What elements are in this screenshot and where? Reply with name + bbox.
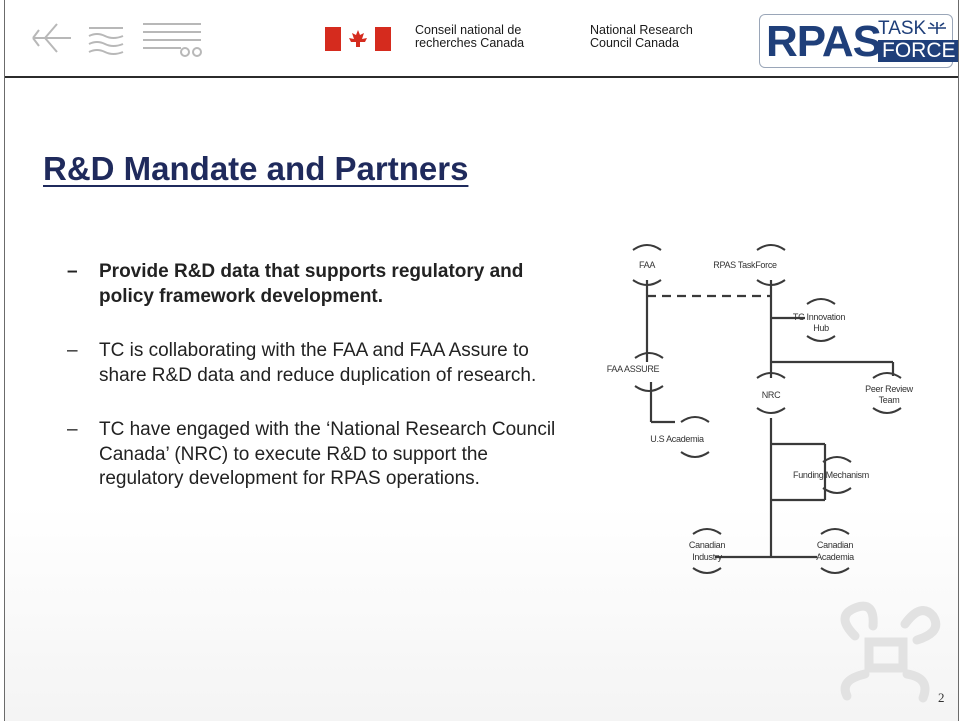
org-name-french: Conseil national de recherches Canada bbox=[415, 23, 525, 50]
diagram-node-brackets bbox=[632, 244, 902, 574]
logo-force-text: FORCE bbox=[878, 40, 958, 62]
diagram-node-tc-innovation-hub: TC Innovation bbox=[793, 312, 845, 322]
bullet-item: – TC is collaborating with the FAA and F… bbox=[67, 339, 567, 388]
partner-org-diagram: FAA RPAS TaskForce TC Innovation Hub FAA… bbox=[607, 244, 914, 574]
diagram-node-faa-assure: FAA ASSURE bbox=[607, 364, 660, 374]
drone-icon bbox=[928, 22, 946, 34]
bullet-text: TC is collaborating with the FAA and FAA… bbox=[99, 340, 537, 386]
slide-header: Conseil national de recherches Canada Na… bbox=[5, 0, 958, 78]
bullet-text: Provide R&D data that supports regulator… bbox=[99, 261, 524, 307]
diagram-node-us-academia: U.S Academia bbox=[650, 434, 704, 444]
rpas-taskforce-logo: RPAS TASK FORCE bbox=[759, 14, 958, 68]
diagram-node-faa: FAA bbox=[639, 260, 655, 270]
nrc-icons bbox=[32, 23, 202, 57]
diagram-node-canadian-industry: Canadian bbox=[689, 540, 725, 550]
diagram-node-peer-review-line2: Team bbox=[879, 395, 900, 405]
logo-rpas-text: RPAS bbox=[766, 17, 882, 66]
diagram-node-canadian-industry-line2: Industry bbox=[692, 552, 722, 562]
diagram-node-tc-innovation-hub-line2: Hub bbox=[813, 323, 829, 333]
logo-task-text: TASK bbox=[878, 18, 927, 39]
slide-title: R&D Mandate and Partners bbox=[43, 150, 469, 187]
plane-icon bbox=[32, 23, 71, 53]
header-divider bbox=[5, 76, 958, 78]
diagram-connectors bbox=[645, 280, 895, 559]
bullet-dash: – bbox=[67, 261, 78, 282]
diagram-node-nrc: NRC bbox=[762, 390, 781, 400]
bullet-dash: – bbox=[67, 419, 78, 440]
diagram-node-canadian-academia-line2: Academia bbox=[816, 552, 854, 562]
waves-icon bbox=[88, 27, 124, 55]
diagram-node-funding-mechanism: Funding Mechanism bbox=[793, 470, 869, 480]
canada-flag-icon bbox=[325, 27, 391, 51]
drone-watermark-icon bbox=[840, 601, 941, 703]
page-number: 2 bbox=[938, 690, 945, 705]
bullet-list: – Provide R&D data that supports regulat… bbox=[67, 260, 567, 492]
org-name-english: National Research Council Canada bbox=[590, 23, 693, 50]
bullet-dash: – bbox=[67, 340, 78, 361]
diagram-node-rpas-taskforce: RPAS TaskForce bbox=[713, 260, 777, 270]
diagram-node-canadian-academia: Canadian bbox=[817, 540, 853, 550]
slide: Conseil national de recherches Canada Na… bbox=[4, 0, 959, 721]
bullet-item: – TC have engaged with the ‘National Res… bbox=[67, 418, 567, 492]
bullet-text: TC have engaged with the ‘National Resea… bbox=[99, 419, 556, 489]
train-icon bbox=[143, 23, 202, 57]
bullet-item: – Provide R&D data that supports regulat… bbox=[67, 260, 567, 309]
diagram-node-peer-review: Peer Review bbox=[865, 384, 914, 394]
